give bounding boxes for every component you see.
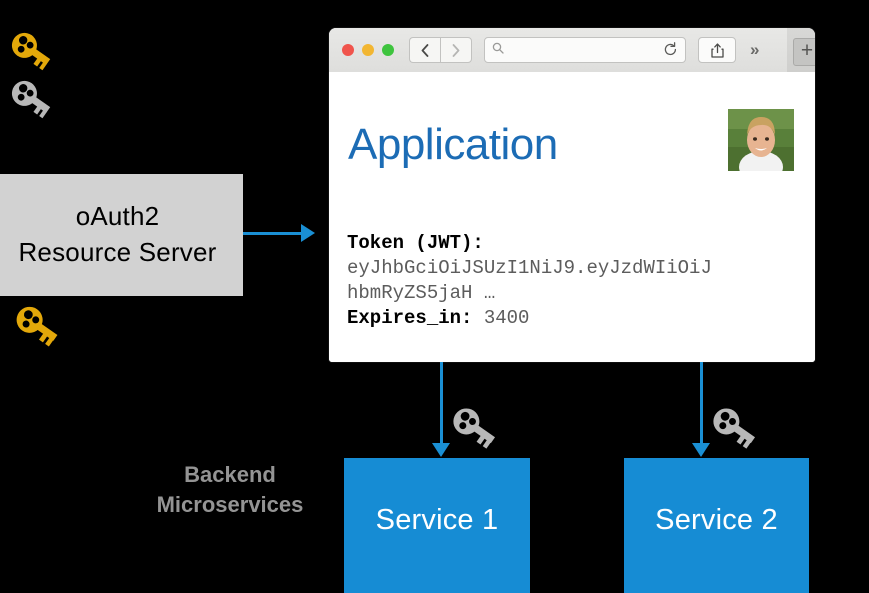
expires-label: Expires_in: (347, 307, 473, 329)
service-1-box: Service 1 (344, 458, 530, 593)
address-search-field[interactable] (484, 37, 686, 63)
window-close-button[interactable] (342, 44, 354, 56)
arrow-application-to-service1-line (440, 362, 443, 444)
search-icon (492, 41, 504, 59)
token-value-line1: eyJhbGciOiJSUzI1NiJ9.eyJzdWIiOiJ (347, 257, 712, 279)
backend-microservices-label: Backend Microservices (130, 460, 330, 519)
token-label: Token (JWT): (347, 232, 484, 254)
backend-label-line1: Backend (184, 462, 276, 487)
avatar (728, 109, 794, 171)
token-value-line2: hbmRyZS5jaH … (347, 282, 496, 304)
toolbar-overflow-button[interactable]: » (750, 40, 760, 59)
browser-toolbar: » (329, 28, 787, 73)
service-2-box: Service 2 (624, 458, 809, 593)
key-silver-service1-icon (448, 403, 500, 453)
key-silver-top-icon (8, 74, 54, 122)
arrow-oauth-to-application-line (243, 232, 303, 235)
window-zoom-button[interactable] (382, 44, 394, 56)
chevron-right-icon (452, 43, 460, 57)
browser-window: » + Application Token (JWT): eyJhbGciOi (329, 28, 815, 362)
chevron-left-icon (421, 43, 429, 57)
expires-value: 3400 (472, 307, 530, 329)
oauth2-resource-server-box: oAuth2 Resource Server (0, 174, 243, 296)
window-minimize-button[interactable] (362, 44, 374, 56)
arrow-application-to-service2-head (692, 443, 710, 457)
key-silver-service2-icon (708, 403, 760, 453)
forward-button[interactable] (440, 37, 472, 63)
page-content: Application Token (JWT): eyJhbGciOiJSUzI… (329, 72, 815, 362)
arrow-application-to-service1-head (432, 443, 450, 457)
back-button[interactable] (409, 37, 440, 63)
arrow-application-to-service2-line (700, 362, 703, 444)
oauth2-title-line1: oAuth2 (75, 201, 160, 232)
share-button[interactable] (698, 37, 736, 63)
key-gold-top-icon (8, 26, 54, 74)
new-tab-button[interactable]: + (793, 38, 815, 66)
reload-icon[interactable] (663, 42, 678, 62)
share-icon (710, 42, 724, 58)
backend-label-line2: Microservices (156, 491, 304, 517)
page-title: Application (348, 120, 558, 169)
service-1-label: Service 1 (375, 503, 499, 536)
token-block: Token (JWT): eyJhbGciOiJSUzI1NiJ9.eyJzdW… (347, 231, 712, 331)
key-gold-oauth-icon (12, 300, 62, 350)
service-2-label: Service 2 (655, 503, 778, 536)
oauth2-title-line2: Resource Server (18, 237, 217, 267)
arrow-oauth-to-application-head (301, 224, 315, 242)
